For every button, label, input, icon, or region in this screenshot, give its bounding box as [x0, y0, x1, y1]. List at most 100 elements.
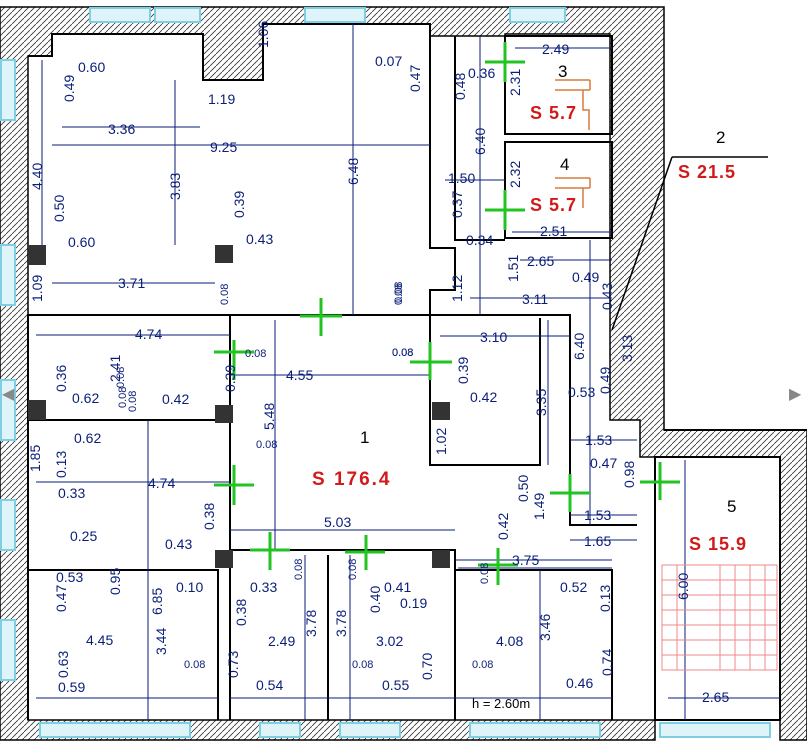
dimension-label: 0.08	[293, 559, 305, 580]
dimension-label: 6.48	[345, 158, 361, 185]
dimension-label: 0.52	[560, 579, 587, 595]
dimension-label: 1.53	[585, 432, 612, 448]
dimension-label: 1.19	[208, 91, 235, 107]
ceiling-height: h = 2.60m	[472, 696, 530, 711]
dimension-label: 2.49	[542, 41, 569, 57]
room-2-area: S 21.5	[678, 162, 736, 182]
dimension-label: 0.38	[201, 503, 217, 530]
dimension-label: 3.78	[333, 610, 349, 637]
dimension-label: 3.75	[512, 552, 539, 568]
dimension-label: 4.74	[135, 326, 162, 342]
room-2-number: 2	[716, 128, 725, 147]
dimension-label: 0.08	[245, 348, 266, 360]
dimension-label: 0.38	[233, 599, 249, 626]
door-markers	[214, 42, 680, 585]
dimension-label: 4.08	[496, 633, 523, 649]
dimension-label: 0.39	[455, 357, 471, 384]
dimension-label: 0.08	[393, 284, 405, 305]
dimension-label: 2.65	[702, 689, 729, 705]
dimension-label: 0.43	[599, 283, 615, 310]
prev-arrow-icon[interactable]: ◀	[2, 384, 15, 403]
dimension-label: 2.31	[507, 69, 523, 96]
dimension-label: 0.25	[70, 528, 97, 544]
dimension-label: 0.37	[449, 191, 465, 218]
dimension-label: 0.50	[51, 195, 67, 222]
dimension-label: 0.53	[56, 569, 83, 585]
dimension-label: 0.08	[219, 284, 231, 305]
dimension-label: 2.32	[507, 161, 523, 188]
dimension-label: 0.08	[347, 559, 359, 580]
dimension-label: 3.78	[303, 610, 319, 637]
dimension-label: 6.40	[472, 128, 488, 155]
dimension-label: 0.08	[184, 659, 205, 671]
dimension-label: 3.83	[167, 173, 183, 200]
dimension-label: 0.36	[468, 65, 495, 81]
dimension-label: 0.40	[367, 586, 383, 613]
dimension-label: 0.63	[55, 651, 71, 678]
dimension-label: 0.47	[407, 65, 423, 92]
dimension-label: 4.45	[86, 632, 113, 648]
dimension-label: 1.65	[584, 533, 611, 549]
dimension-label: 2.51	[540, 223, 567, 239]
dimension-label: 0.08	[392, 347, 413, 359]
room-4-area: S 5.7	[530, 195, 577, 215]
dimension-label: 0.08	[256, 439, 277, 451]
dimension-label: 0.70	[419, 653, 435, 680]
dimension-label: 2.41	[107, 355, 123, 382]
dimension-label: 1.12	[449, 275, 465, 302]
interior-walls	[27, 23, 807, 721]
dimension-label: 0.50	[515, 475, 531, 502]
dimension-label: 0.62	[74, 430, 101, 446]
dimension-label: 0.55	[382, 677, 409, 693]
dimension-label: 3.10	[480, 329, 507, 345]
dimension-lines	[36, 24, 780, 720]
dimension-label: 0.74	[599, 649, 615, 676]
next-arrow-icon[interactable]: ▶	[789, 384, 802, 403]
room-2-leader	[611, 156, 768, 331]
dimension-label: 0.60	[78, 59, 105, 75]
dimension-label: 0.08	[127, 391, 139, 412]
closet-fixtures	[555, 79, 591, 208]
dimension-label: 3.35	[533, 389, 549, 416]
dimension-label: 0.08	[117, 387, 129, 408]
dimension-label: 0.08	[479, 563, 491, 584]
dimension-label: 0.49	[572, 269, 599, 285]
dimension-label: 0.98	[621, 461, 637, 488]
dimension-label: 0.07	[375, 53, 402, 69]
dimension-label: 0.47	[53, 585, 69, 612]
dimension-label: 0.42	[162, 391, 189, 407]
dimension-label: 0.60	[68, 234, 95, 250]
navigation[interactable]: ◀ ▶	[2, 384, 802, 403]
dimension-label: 0.43	[246, 231, 273, 247]
dimension-label: 0.53	[568, 384, 595, 400]
dimension-label: 0.54	[256, 677, 283, 693]
room-1-area: S 176.4	[312, 469, 392, 490]
dimension-label: 3.13	[619, 335, 635, 362]
dimension-label: 0.10	[176, 579, 203, 595]
dimension-label: 3.71	[118, 275, 145, 291]
dimension-label: 0.62	[72, 390, 99, 406]
outer-walls	[0, 6, 807, 741]
pillars	[28, 245, 450, 568]
dimension-label: 0.33	[250, 579, 277, 595]
dimension-label: 1.50	[448, 170, 475, 186]
dimension-label: 0.95	[107, 568, 123, 595]
room-5-area: S 15.9	[689, 534, 747, 554]
dimension-label: 4.55	[286, 367, 313, 383]
dimension-label: 1.02	[433, 428, 449, 455]
dimension-label: 0.34	[466, 232, 493, 248]
dimension-label: 0.33	[58, 485, 85, 501]
dimension-label: 0.19	[400, 595, 427, 611]
room-4-number: 4	[560, 155, 569, 174]
dimension-label: 0.47	[590, 455, 617, 471]
dimension-label: 6.40	[571, 333, 587, 360]
dimension-label: 5.48	[261, 403, 277, 430]
dimension-label: 1.51	[505, 255, 521, 282]
dimension-label: 0.08	[352, 659, 373, 671]
room-3-area: S 5.7	[530, 103, 577, 123]
room-5-number: 5	[727, 497, 736, 516]
room-1-number: 1	[360, 428, 369, 447]
dimension-label: 1.53	[584, 507, 611, 523]
